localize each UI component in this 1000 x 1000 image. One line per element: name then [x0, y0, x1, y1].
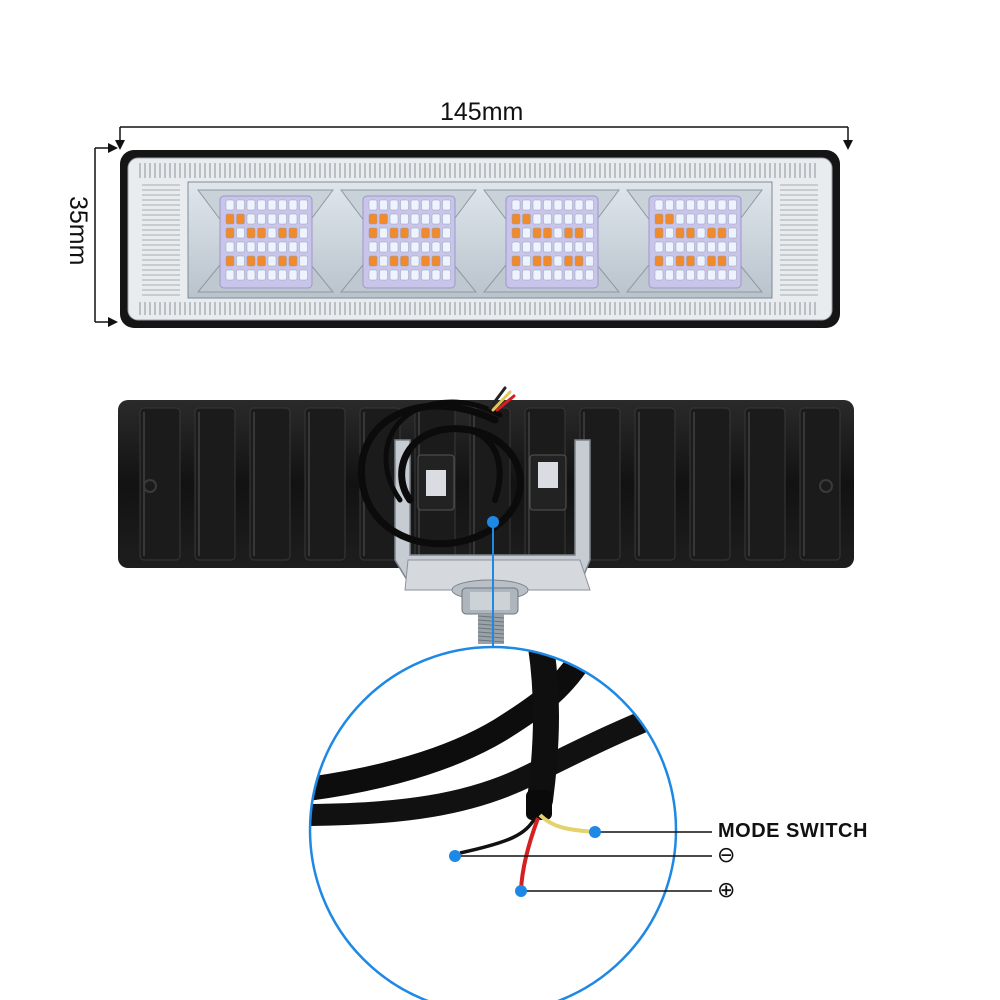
- connection-dot-mode-switch-icon: [589, 826, 601, 838]
- mounting-bolt: [461, 587, 519, 644]
- coiled-cable: [358, 386, 524, 548]
- connection-dot-negative-icon: [449, 850, 461, 862]
- wire-detail-callout: [308, 645, 712, 1000]
- minus-circle-symbol-icon: ⊖: [717, 843, 736, 868]
- connection-dot-icon: [487, 516, 499, 528]
- led-module: [339, 189, 478, 293]
- bezel-ribs: [139, 163, 818, 315]
- light-bar-back-view: [118, 386, 854, 644]
- width-dimension-label: 145mm: [440, 98, 524, 126]
- led-modules: [196, 189, 764, 293]
- mode-switch-label: MODE SWITCH: [718, 820, 868, 842]
- dimension-arrow-top-icon: [108, 143, 118, 153]
- led-module: [482, 189, 621, 293]
- connection-dot-positive-icon: [515, 885, 527, 897]
- dimension-arrow-left-icon: [115, 140, 125, 150]
- plus-circle-symbol-icon: ⊕: [717, 878, 736, 903]
- height-dimension: [94, 143, 118, 327]
- width-dimension: [115, 126, 853, 150]
- led-module: [196, 189, 335, 293]
- led-module: [625, 189, 764, 293]
- dimension-arrow-right-icon: [843, 140, 853, 150]
- light-bar-front-view: [120, 150, 840, 328]
- dimension-arrow-bottom-icon: [108, 317, 118, 327]
- height-dimension-label: 35mm: [64, 196, 92, 266]
